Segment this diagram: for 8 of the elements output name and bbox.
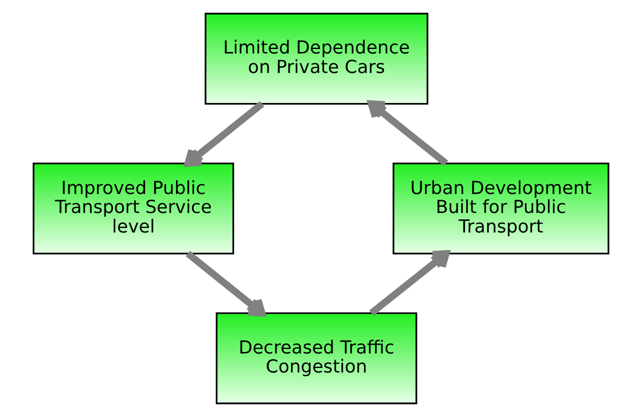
arrow <box>368 100 448 166</box>
arrow <box>184 101 264 167</box>
arrow <box>369 250 450 316</box>
node-box: Urban Development Built for Public Transport <box>392 162 610 254</box>
node-box: Improved Public Transport Service level <box>32 162 234 254</box>
arrow <box>186 250 266 317</box>
node-box: Decreased Traffic Congestion <box>216 312 418 404</box>
node-box: Limited Dependence on Private Cars <box>204 12 428 105</box>
